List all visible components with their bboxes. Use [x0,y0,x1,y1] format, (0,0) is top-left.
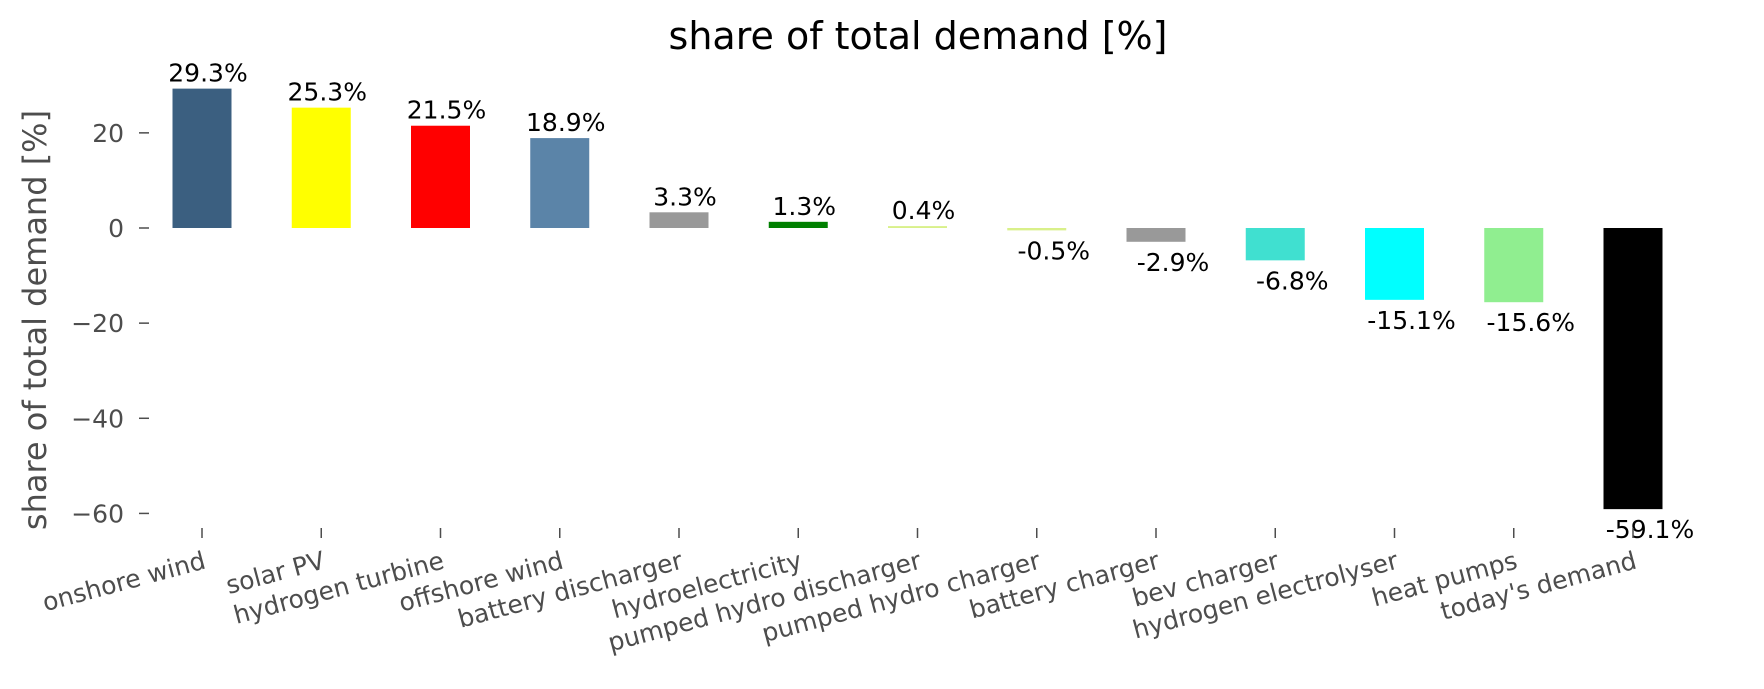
y-tick-label: 0 [108,214,124,243]
y-axis-label: share of total demand [%] [16,110,54,530]
data-labels: 29.3% 25.3% 21.5% 18.9% 3.3% 1.3% 0.4% -0.5% -2.… [168,59,1694,545]
data-label-pumped-hydro-charger: -0.5% [1017,236,1090,265]
data-label-today-s-demand: -59.1% [1606,515,1694,544]
bars [172,88,1663,510]
bar-offshore-wind [530,138,590,228]
bar-battery-charger [1126,228,1186,242]
y-tick-label: 20 [92,119,124,148]
data-label-hydrogen-electrolyser: -15.1% [1367,306,1455,335]
data-label-hydrogen-turbine: 21.5% [407,96,486,125]
bar-pumped-hydro-discharger [888,226,947,228]
data-label-pumped-hydro-discharger: 0.4% [892,196,956,225]
bar-hydrogen-turbine [411,125,470,228]
y-tick-label: −40 [71,404,124,433]
bar-hydrogen-electrolyser [1365,228,1424,300]
bar-onshore-wind [172,88,232,228]
y-tick-label: −20 [71,309,124,338]
bar-battery-discharger [649,212,709,228]
y-axis: 20 0 −20 −40 −60 [71,119,149,528]
bar-solar-pv [291,107,351,228]
data-label-battery-charger: -2.9% [1137,248,1210,277]
y-tick-label: −60 [71,499,124,528]
bar-hydroelectricity [768,221,828,228]
data-label-onshore-wind: 29.3% [168,59,247,88]
bar-bev-charger [1245,228,1305,261]
x-tick-label-onshore-wind: onshore wind [39,546,208,617]
data-label-hydroelectricity: 1.3% [772,192,836,221]
bar-today-s-demand [1603,228,1663,510]
bar-pumped-hydro-charger [1007,228,1067,231]
chart-title: share of total demand [%] [669,14,1168,58]
data-label-battery-discharger: 3.3% [653,182,717,211]
data-label-bev-charger: -6.8% [1256,266,1329,295]
data-label-heat-pumps: -15.6% [1487,308,1575,337]
data-label-offshore-wind: 18.9% [526,108,605,137]
data-label-solar-pv: 25.3% [288,78,367,107]
bar-heat-pumps [1484,228,1544,303]
